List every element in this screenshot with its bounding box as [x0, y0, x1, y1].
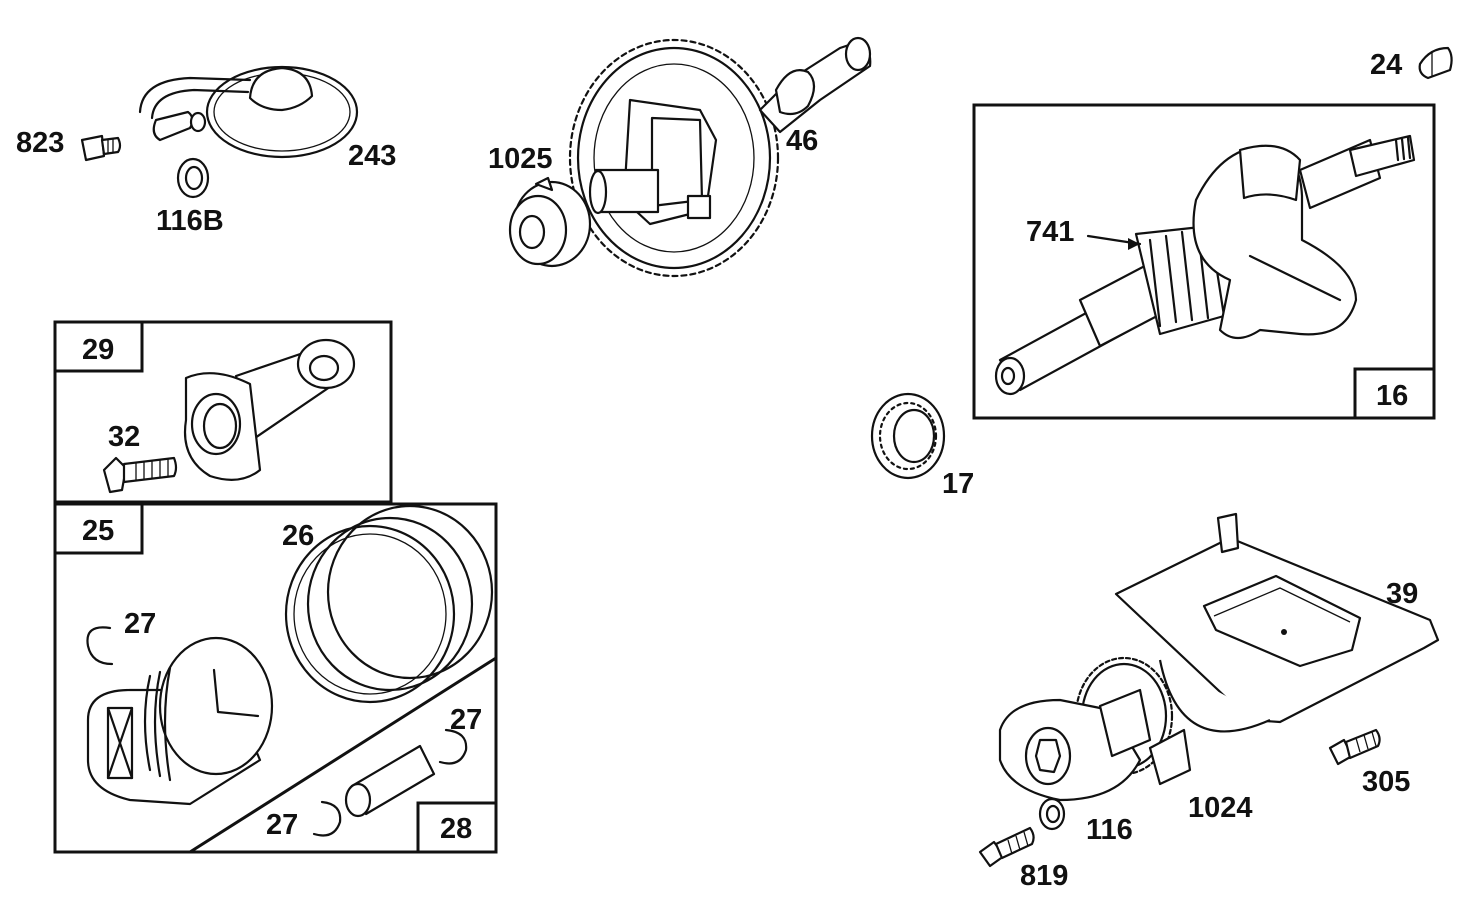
bolt-32	[102, 456, 178, 494]
circlip-27-b	[438, 728, 468, 765]
part-label-741: 741	[1026, 216, 1074, 248]
screw-823	[80, 134, 122, 162]
group-box-29	[53, 320, 393, 504]
part-label-46: 46	[786, 125, 818, 157]
washer-116B	[176, 157, 210, 199]
connecting-rod-29	[184, 338, 356, 481]
circlip-27-a	[86, 626, 114, 666]
leader-741-arrow	[1128, 238, 1140, 250]
part-label-27-c: 27	[266, 809, 298, 841]
washer-116	[1038, 797, 1066, 831]
part-label-305: 305	[1362, 766, 1410, 798]
compression-release-1025	[508, 176, 592, 268]
breather-assembly-243	[138, 65, 359, 159]
piston-assembly-25	[86, 636, 274, 806]
part-label-116B: 116B	[156, 205, 224, 237]
bearing-17	[870, 392, 946, 480]
crankshaft-16	[994, 134, 1416, 396]
circlip-27-c	[312, 800, 342, 837]
part-label-27-b: 27	[450, 704, 482, 736]
oil-pump-1024	[998, 656, 1192, 802]
part-label-24: 24	[1370, 49, 1402, 81]
part-label-29: 29	[82, 334, 114, 366]
group-box-16	[972, 103, 1436, 420]
part-label-16: 16	[1376, 380, 1408, 412]
key-24	[1418, 46, 1453, 80]
part-label-32: 32	[108, 421, 140, 453]
sub-box-28	[416, 801, 498, 854]
part-label-27-a: 27	[124, 608, 156, 640]
part-label-25: 25	[82, 515, 114, 547]
part-label-28: 28	[440, 813, 472, 845]
piston-pin-28	[344, 744, 436, 818]
group-box-25	[53, 502, 498, 854]
part-label-1024: 1024	[1188, 792, 1253, 824]
part-label-1025: 1025	[488, 143, 553, 175]
part-label-819: 819	[1020, 860, 1068, 892]
part-label-243: 243	[348, 140, 396, 172]
oil-baffle-39	[1114, 512, 1440, 733]
part-label-823: 823	[16, 127, 64, 159]
part-label-116: 116	[1086, 814, 1133, 846]
bolt-305	[1328, 728, 1381, 766]
camshaft-gear-46	[568, 36, 872, 278]
part-label-26: 26	[282, 520, 314, 552]
part-label-39: 39	[1386, 578, 1418, 610]
piston-rings-26	[284, 504, 494, 704]
bolt-819	[978, 826, 1035, 868]
part-label-17: 17	[942, 468, 974, 500]
